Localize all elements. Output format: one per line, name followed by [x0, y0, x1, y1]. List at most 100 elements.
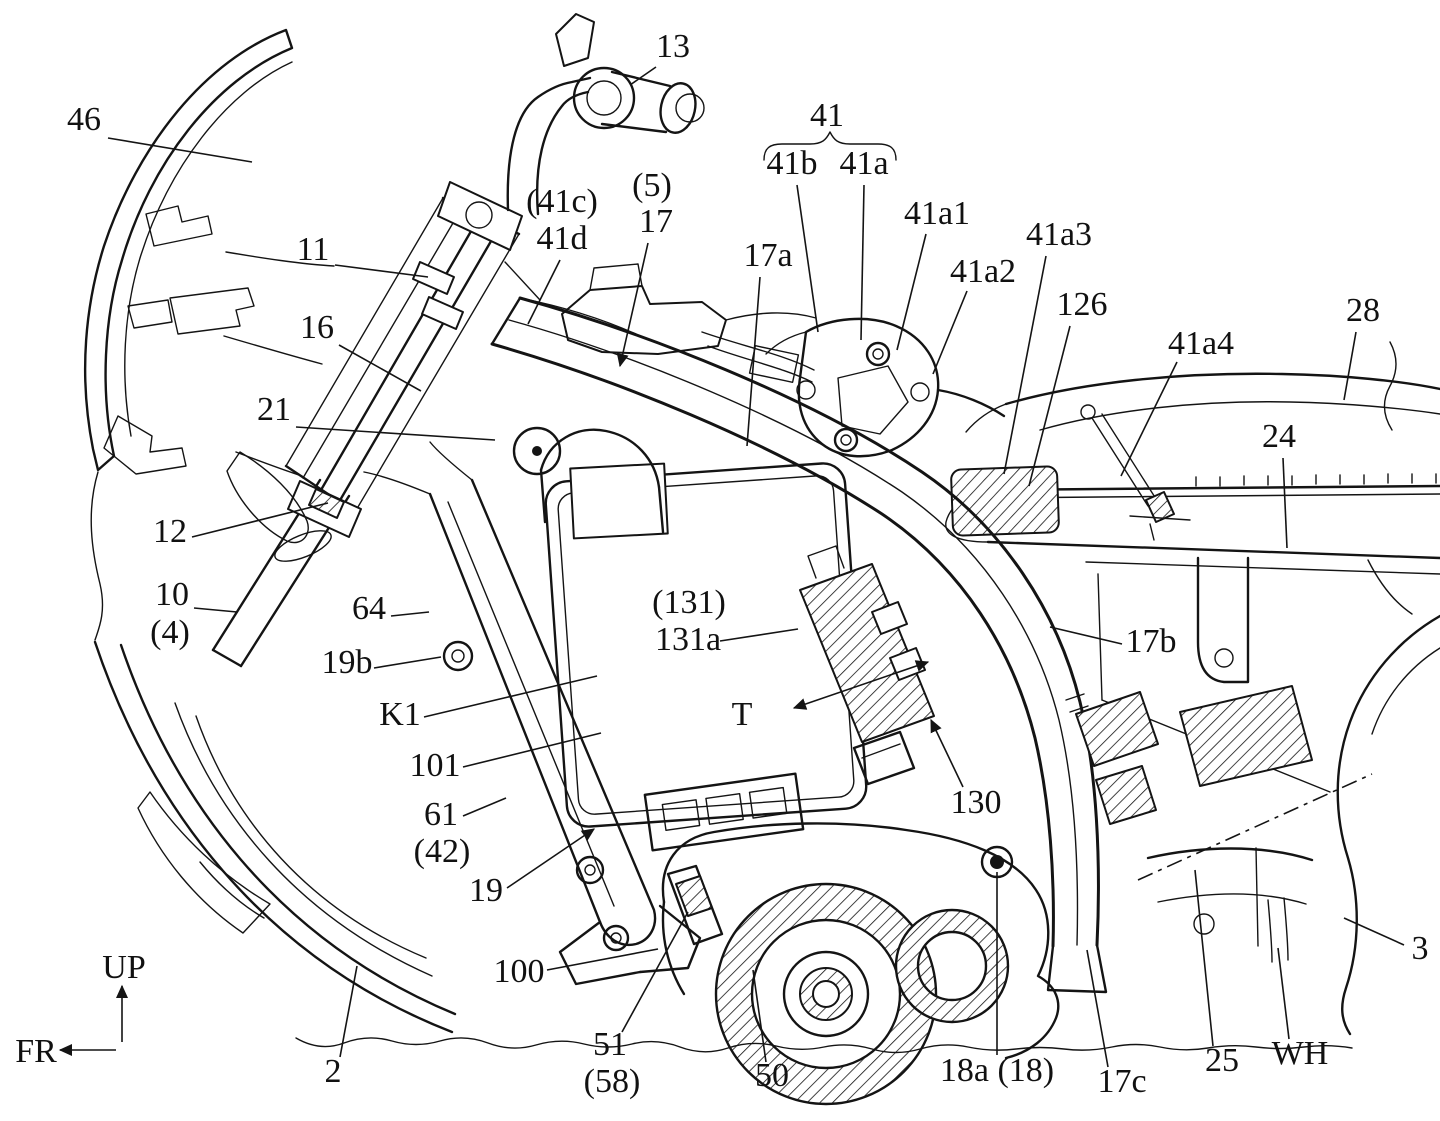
ref-label-100: 100: [494, 953, 545, 990]
leader-line-17c: [1086, 949, 1109, 1068]
leader-line-17a: [746, 276, 761, 447]
leader-line-WH: [1277, 947, 1290, 1040]
ref-label-17c: 17c: [1097, 1063, 1146, 1100]
leader-line-19: [506, 828, 595, 889]
connector-131a: [799, 545, 935, 786]
stem-nut: [465, 201, 493, 229]
ref-label-50: 50: [755, 1057, 789, 1094]
leader-line-12: [191, 502, 329, 538]
ref-label-25: 25: [1205, 1042, 1239, 1079]
rail-teeth: [1195, 473, 1437, 487]
ref-label-126: 126: [1057, 286, 1108, 323]
frame-washer-21: [512, 426, 562, 476]
steering-stem-assembly: [226, 181, 562, 562]
leader-line-61: [462, 797, 507, 817]
body-panel-3: [1336, 559, 1440, 1036]
bolt-19: [575, 855, 605, 885]
centerline: [1137, 773, 1373, 881]
wire-harness-WH: [1267, 897, 1289, 963]
leader-line-41d: [527, 259, 561, 325]
ref-label-17a: 17a: [743, 237, 792, 274]
leader-line-100: [546, 948, 659, 971]
lower-bracket-100: [558, 920, 642, 986]
leader-line-2: [339, 965, 358, 1058]
lever-tip: [555, 13, 595, 67]
ref-label-41a2: 41a2: [950, 253, 1016, 290]
front-fairing-windscreen: [83, 28, 335, 477]
seat-rail: [945, 473, 1440, 560]
compass: UP FR: [15, 949, 146, 1070]
bracket-41: [765, 317, 1006, 458]
ref-label-19: 19: [469, 872, 503, 909]
leader-line-41a3: [1003, 255, 1047, 475]
ref-label-21: 21: [257, 391, 291, 428]
leader-line-16: [338, 344, 422, 392]
ref-label-12: 12: [153, 513, 187, 550]
ref-label-4: (4): [150, 614, 190, 651]
fender-stay: [226, 451, 309, 544]
leader-line-13: [629, 66, 657, 86]
ref-label-11: 11: [297, 231, 330, 268]
ref-label-T: T: [732, 696, 753, 733]
leader-line-126: [1028, 325, 1071, 487]
leader-line-28: [1343, 331, 1357, 401]
top-bridge: [437, 181, 523, 251]
leader-line-51: [621, 911, 689, 1033]
bracket-51: [666, 864, 724, 946]
leader-layer: [107, 66, 1405, 1068]
ref-label-41a3: 41a3: [1026, 216, 1092, 253]
leader-line-17b: [1049, 626, 1123, 645]
bar-clamp-outer: [572, 66, 636, 130]
leader-line-101: [462, 732, 602, 768]
leader-line-41a1: [896, 233, 927, 351]
panel-25: [1137, 773, 1373, 947]
ref-label-46: 46: [67, 101, 101, 138]
leader-line-K1: [423, 675, 598, 718]
ref-label-17b: 17b: [1126, 623, 1177, 660]
ref-label-41b: 41b: [767, 145, 818, 182]
leader-line-46: [107, 137, 253, 163]
leader-line-21: [295, 426, 496, 441]
handlebar-assembly: [506, 13, 705, 216]
ref-label-13: 13: [656, 28, 690, 65]
ref-label-41a4: 41a4: [1168, 325, 1234, 362]
leader-line-131a: [719, 628, 799, 642]
leader-line-50: [752, 969, 767, 1063]
bolt-hole-41a1: [865, 341, 891, 367]
leader-line-11: [334, 264, 429, 278]
ref-label-10: 10: [155, 576, 189, 613]
ref-label-41c: (41c): [526, 183, 598, 220]
leader-line-41a2: [932, 290, 968, 375]
ref-label-WH: WH: [1272, 1035, 1329, 1072]
grip-end: [659, 82, 697, 134]
hatched-mounts-right: [1065, 685, 1313, 825]
leader-line-3: [1343, 917, 1405, 946]
bottom-break-line: [295, 1037, 1353, 1054]
ref-label-131a: 131a: [655, 621, 721, 658]
leader-line-64: [390, 611, 430, 617]
ref-label-28: 28: [1346, 292, 1380, 329]
leader-line-10: [193, 607, 238, 613]
up-label: UP: [102, 949, 145, 986]
group-41-brace: [763, 131, 897, 161]
ref-label-17: 17: [639, 203, 673, 240]
direction-arrow-T: [792, 660, 930, 710]
ref-label-2: 2: [325, 1053, 342, 1090]
leader-line-41a: [860, 184, 865, 341]
ref-label-K1: K1: [379, 696, 421, 733]
upper-bracket-64: [569, 462, 669, 540]
bolt-19b: [442, 640, 474, 672]
ref-label-41a1: 41a1: [904, 195, 970, 232]
ref-label-18a: 18a (18): [940, 1052, 1054, 1089]
ref-label-41d: 41d: [537, 220, 588, 257]
ref-label-41a: 41a: [839, 145, 888, 182]
leader-line-19b: [373, 656, 442, 669]
ref-label-64: 64: [352, 590, 386, 627]
ref-label-41: 41: [810, 97, 844, 134]
ref-label-42: (42): [414, 833, 471, 870]
leader-line-24: [1282, 457, 1288, 549]
front-wheel: [90, 471, 457, 1034]
leader-line-17: [616, 242, 649, 368]
ref-label-19b: 19b: [322, 644, 373, 681]
